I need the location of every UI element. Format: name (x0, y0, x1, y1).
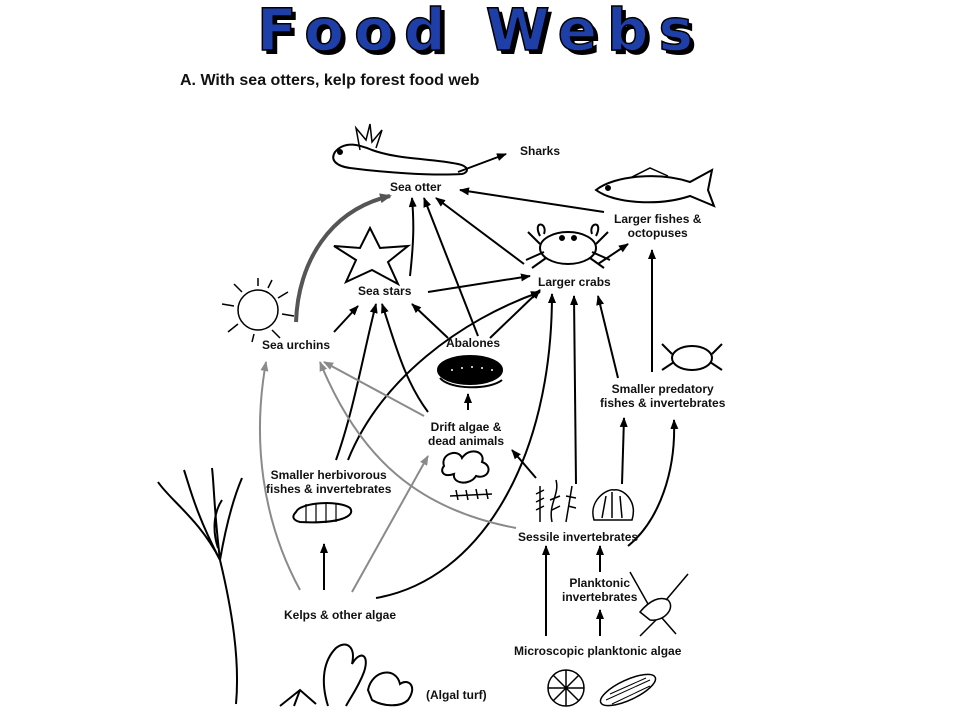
arrow-herbivores-to-seastars (335, 303, 378, 461)
arrow-plankton-to-smallpred (627, 419, 679, 547)
arrow-drift-to-seastars (381, 303, 429, 413)
arrow-kelps-to-drift (351, 455, 429, 593)
node-planktonic-invertebrates: Planktonic invertebrates (562, 576, 638, 604)
node-sharks: Sharks (520, 144, 561, 158)
node-abalones: Abalones (446, 336, 501, 350)
crab-icon (525, 223, 611, 269)
sea-urchin-icon (221, 278, 295, 343)
node-algal-turf: (Algal turf) (426, 688, 487, 702)
plankton-icon (629, 571, 689, 637)
node-larger-fishes: Larger fishes & octopuses (614, 212, 702, 240)
arrow-sessile-to-drift (511, 449, 537, 479)
node-sea-otter: Sea otter (390, 180, 442, 194)
arrow-abalones-to-seastars (411, 303, 449, 339)
arrow-seastars-to-crabs (427, 273, 531, 293)
arrow-abalones-to-otter (423, 197, 479, 337)
drift-algae-icon (441, 450, 493, 501)
node-smaller-predatory: Smaller predatory fishes & invertebrates (600, 382, 726, 410)
node-smaller-herbivorous: Smaller herbivorous fishes & invertebrat… (266, 468, 392, 496)
node-drift-algae: Drift algae & dead animals (428, 420, 505, 448)
node-sessile-invertebrates: Sessile invertebrates (518, 530, 639, 544)
food-web-arrows (320, 153, 679, 636)
arrow-herbivores-to-crabs (347, 291, 541, 461)
arrow-urchins-to-seastars (333, 305, 359, 333)
diagram-subtitle: A. With sea otters, kelp forest food web (180, 72, 480, 89)
arrow-sessile-to-crabs (570, 295, 579, 485)
arrow-seastars-to-otter (408, 197, 417, 277)
arrow-crabs-to-otter (435, 197, 525, 265)
arrow-fishes-to-otter (459, 187, 605, 213)
sea-star-icon (333, 225, 412, 287)
page-title: Food Webs (256, 0, 703, 65)
algae-icon (322, 643, 414, 707)
arrow-drift-to-urchins (323, 361, 425, 417)
arrow-kelps-to-crabs (375, 293, 556, 599)
food-web-gray-arrows (259, 361, 517, 593)
isopod-icon (292, 502, 353, 524)
arrow-crabs-to-fishes (597, 243, 629, 265)
small-crab-icon (661, 343, 723, 371)
arrow-sessile-to-urchins (319, 361, 517, 529)
arrow-abalones-to-crabs (489, 289, 541, 339)
node-kelps: Kelps & other algae (284, 608, 397, 622)
sessile-invertebrates-icon (535, 479, 635, 523)
arrow-smallpred-to-crabs (596, 295, 619, 379)
node-sea-urchins: Sea urchins (262, 338, 331, 352)
node-sea-stars: Sea stars (358, 284, 412, 298)
sea-otter-icon (332, 123, 468, 176)
abalone-icon (437, 355, 503, 389)
arrow-kelps-to-urchins (259, 361, 301, 591)
node-microscopic-algae: Microscopic planktonic algae (514, 644, 682, 658)
kelp-icon (157, 467, 317, 707)
arrow-urchins-to-otter (294, 193, 392, 323)
larger-fish-icon (594, 167, 716, 208)
arrow-sessile-to-smallpred (619, 417, 628, 485)
node-larger-crabs: Larger crabs (538, 275, 611, 289)
arrow-otter-to-sharks (457, 153, 507, 173)
diatom-icon (547, 669, 657, 707)
